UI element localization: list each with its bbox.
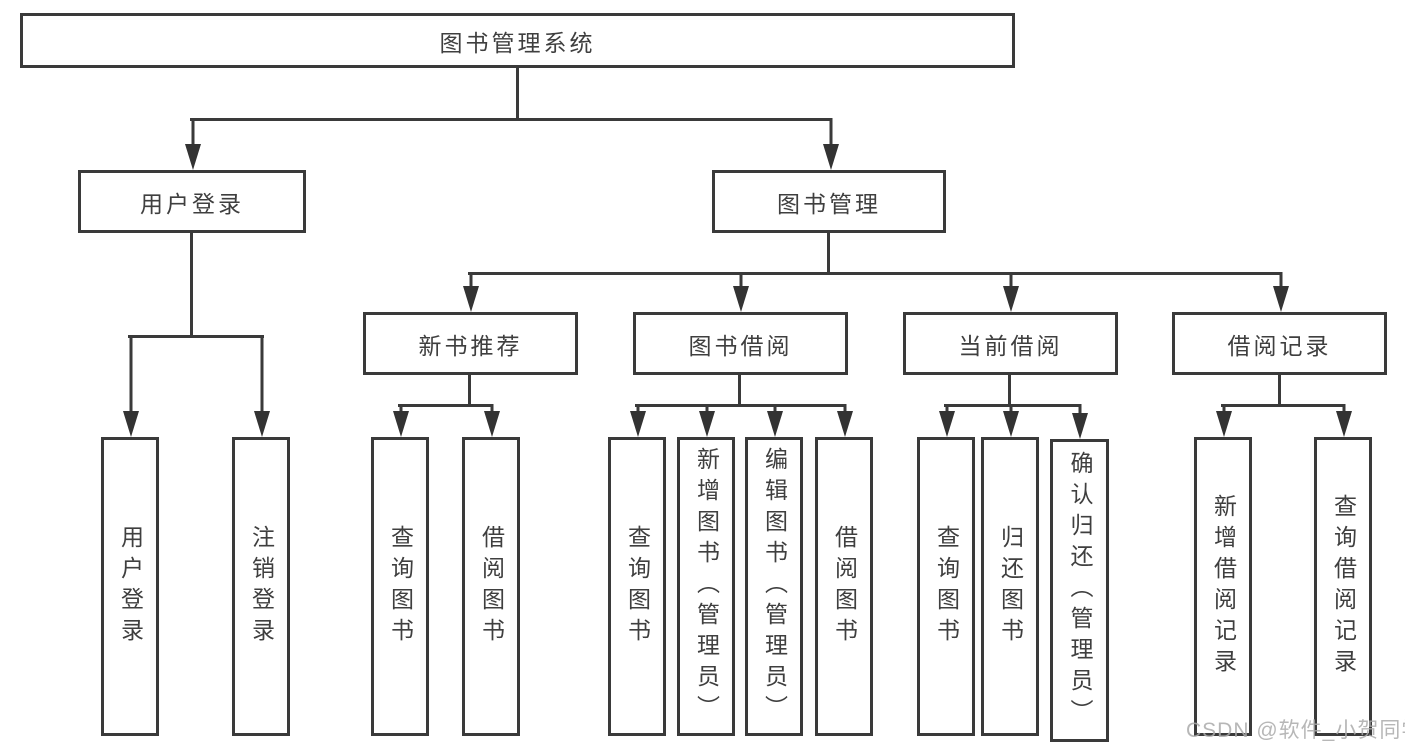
node-book-borrowing: 图书借阅 [633,312,848,375]
leaf-return-books-label: 归还图书 [997,524,1024,649]
leaf-borrow-books-2-label: 借阅图书 [831,524,858,649]
connector-user-login-down [190,233,193,337]
leaf-query-borrow-record-label: 查询借阅记录 [1330,493,1357,680]
arrow-to-leaf-query-borrow-record [1335,404,1352,437]
leaf-add-book-admin-label: 新增图书（管理员） [693,447,720,726]
leaf-confirm-return-admin-label: 确认归还（管理员） [1067,451,1093,730]
node-borrowing-records: 借阅记录 [1172,312,1387,375]
node-current-borrowing-label: 当前借阅 [958,332,1063,359]
leaf-logout: 注销登录 [232,437,290,736]
node-current-borrowing: 当前借阅 [903,312,1118,375]
node-user-login: 用户登录 [78,170,306,233]
leaf-edit-book-admin-label: 编辑图书（管理员） [761,447,788,726]
connector-user-login-children-horizontal [128,335,264,338]
node-root: 图书管理系统 [20,13,1015,68]
leaf-user-login-label: 用户登录 [117,524,144,649]
leaf-query-books-1-label: 查询图书 [387,524,414,649]
arrow-to-book-borrowing [732,272,749,312]
leaf-confirm-return-admin: 确认归还（管理员） [1050,439,1109,742]
connector-book-management-down [827,233,830,274]
node-user-login-label: 用户登录 [140,190,244,217]
leaf-query-books-1: 查询图书 [371,437,429,736]
leaf-add-borrow-record: 新增借阅记录 [1194,437,1252,736]
node-book-borrowing-label: 图书借阅 [688,332,793,359]
node-new-book-recommendation: 新书推荐 [363,312,578,375]
node-book-management-label: 图书管理 [777,190,881,217]
arrow-to-borrowing-records [1272,272,1289,312]
arrow-to-leaf-borrow-books-2 [836,404,853,437]
arrow-to-leaf-query-books-3 [938,404,955,437]
arrow-to-leaf-add-book-admin [698,404,715,437]
arrow-to-leaf-edit-book-admin [766,404,783,437]
arrow-to-current-borrowing [1002,272,1019,312]
node-root-label: 图书管理系统 [439,29,596,56]
arrow-to-new-book-recommendation [462,272,479,312]
leaf-borrow-books-1: 借阅图书 [462,437,520,736]
node-book-management: 图书管理 [712,170,946,233]
leaf-return-books: 归还图书 [981,437,1039,736]
leaf-add-borrow-record-label: 新增借阅记录 [1210,493,1237,680]
connector-book-borrowing-children-horizontal [635,404,846,407]
connector-current-borrowing-down [1008,375,1011,406]
leaf-borrow-books-2: 借阅图书 [815,437,873,736]
arrow-to-leaf-confirm-return-admin [1071,404,1088,439]
arrow-to-leaf-borrow-books-1 [483,404,500,437]
arrow-to-leaf-query-books-1 [392,404,409,437]
connector-borrowing-records-children-horizontal [1221,404,1345,407]
leaf-query-books-2-label: 查询图书 [624,524,651,649]
connector-book-borrowing-down [738,375,741,406]
connector-level3-horizontal [468,272,1282,275]
node-borrowing-records-label: 借阅记录 [1227,332,1332,359]
connector-borrowing-records-down [1278,375,1281,406]
connector-root-down [516,68,519,119]
node-new-book-recommendation-label: 新书推荐 [418,332,523,359]
csdn-watermark: CSDN @软件_小贺同学 [1186,719,1405,742]
arrow-to-leaf-return-books [1002,404,1019,437]
leaf-user-login: 用户登录 [101,437,159,736]
leaf-query-borrow-record: 查询借阅记录 [1314,437,1372,736]
leaf-edit-book-admin: 编辑图书（管理员） [745,437,803,736]
arrow-to-book-management [822,118,839,170]
leaf-query-books-2: 查询图书 [608,437,666,736]
arrow-to-leaf-query-books-2 [629,404,646,437]
arrow-to-leaf-user-login [122,335,139,437]
leaf-borrow-books-1-label: 借阅图书 [478,524,505,649]
leaf-logout-label: 注销登录 [248,524,275,649]
connector-new-book-down [468,375,471,406]
arrow-to-leaf-logout [253,335,270,437]
arrow-to-user-login [184,118,201,170]
leaf-query-books-3-label: 查询图书 [933,524,960,649]
arrow-to-leaf-add-borrow-record [1215,404,1232,437]
connector-level2-horizontal [190,118,832,121]
leaf-query-books-3: 查询图书 [917,437,975,736]
connector-new-book-children-horizontal [398,404,493,407]
leaf-add-book-admin: 新增图书（管理员） [677,437,735,736]
connector-current-borrowing-children-horizontal [944,404,1081,407]
